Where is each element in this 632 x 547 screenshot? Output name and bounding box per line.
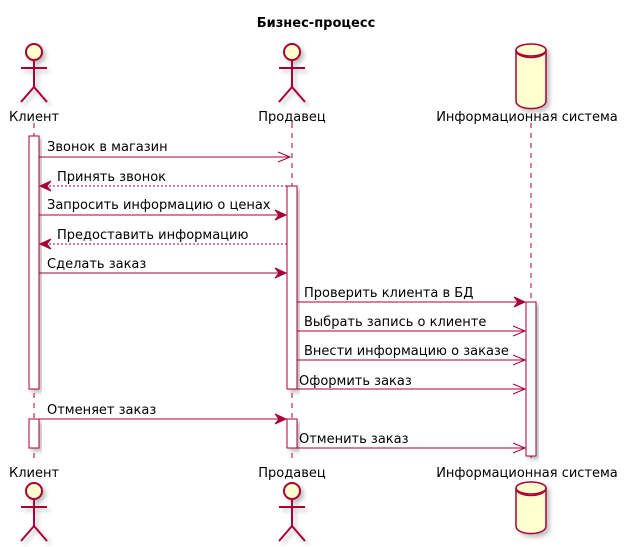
actor-icon: [278, 482, 306, 542]
actor-icon: [278, 43, 306, 103]
message-2: Принять звонок: [38, 170, 287, 192]
message-6: Проверить клиента в БД: [297, 286, 527, 308]
message-label: Отменить заказ: [299, 432, 409, 447]
filled-arrowhead-icon: [274, 267, 288, 279]
open-arrowhead-icon: [512, 442, 527, 454]
filled-arrowhead-icon: [38, 180, 52, 192]
participant-client-label: Клиент: [9, 110, 59, 125]
message-10: Отменяет заказ: [34, 403, 288, 425]
participant-client-top: Клиент: [9, 43, 59, 125]
system-activation-1: [525, 301, 537, 457]
open-arrowhead-icon: [277, 151, 292, 163]
message-label: Оформить заказ: [299, 374, 412, 389]
seller-activation-1: [286, 185, 298, 390]
filled-arrowhead-icon: [513, 296, 527, 308]
participant-client-label: Клиент: [9, 466, 59, 481]
participant-system-label: Информационная система: [436, 466, 618, 481]
participant-seller-label: Продавец: [258, 466, 326, 481]
message-1: Звонок в магазин: [39, 140, 292, 163]
actor-icon: [20, 482, 48, 542]
filled-arrowhead-icon: [274, 209, 288, 221]
filled-arrowhead-icon: [38, 238, 52, 250]
message-label: Звонок в магазин: [47, 140, 168, 155]
filled-arrowhead-icon: [274, 413, 288, 425]
message-label: Предоставить информацию: [57, 228, 248, 243]
messages: Звонок в магазин Принять звонок Запросит…: [34, 140, 527, 454]
message-11: Отменить заказ: [292, 432, 527, 454]
diagram-title: Бизнес-процесс: [257, 16, 376, 31]
participant-seller-label: Продавец: [258, 110, 326, 125]
message-label: Запросить информацию о ценах: [47, 198, 271, 213]
message-8: Внести информацию о заказе: [297, 344, 527, 366]
message-label: Отменяет заказ: [47, 403, 156, 418]
message-9: Оформить заказ: [292, 374, 527, 395]
message-4: Предоставить информацию: [38, 228, 287, 250]
open-arrowhead-icon: [512, 354, 527, 366]
participant-client-bottom: Клиент: [9, 466, 59, 542]
participant-system-label: Информационная система: [436, 110, 618, 125]
participant-system-bottom: Информационная система: [436, 466, 618, 535]
message-label: Выбрать запись о клиенте: [304, 315, 486, 330]
client-activation-2: [28, 418, 40, 449]
participant-seller-top: Продавец: [258, 43, 326, 125]
participant-system-top: Информационная система: [436, 43, 618, 125]
message-label: Сделать заказ: [47, 257, 146, 272]
seller-activation-2: [286, 418, 298, 449]
open-arrowhead-icon: [512, 325, 527, 337]
message-label: Проверить клиента в БД: [304, 286, 473, 301]
message-3: Запросить информацию о ценах: [39, 198, 288, 221]
message-5: Сделать заказ: [39, 257, 288, 279]
participant-seller-bottom: Продавец: [258, 466, 326, 542]
message-label: Внести информацию о заказе: [304, 344, 509, 359]
actor-icon: [20, 43, 48, 103]
database-icon: [515, 43, 547, 110]
message-label: Принять звонок: [57, 170, 166, 185]
message-7: Выбрать запись о клиенте: [297, 315, 527, 337]
database-icon: [515, 481, 547, 535]
client-activation-1: [28, 135, 40, 390]
open-arrowhead-icon: [512, 383, 527, 395]
